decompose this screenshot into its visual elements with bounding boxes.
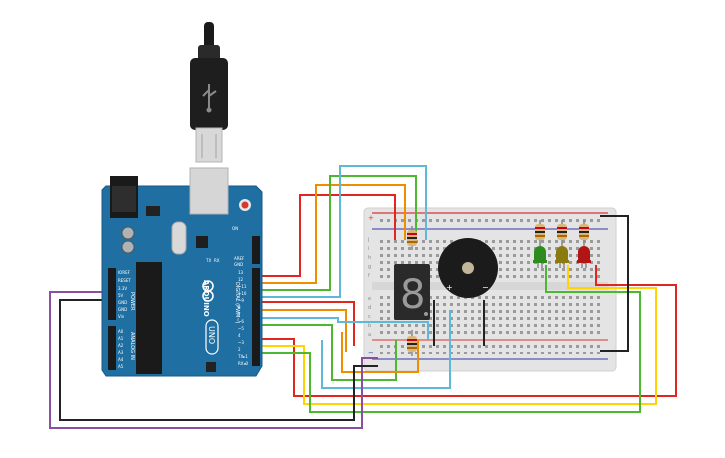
pin-label-a2: A2 (118, 343, 124, 348)
buzzer-plus-label: + (446, 283, 453, 292)
model-label: UNO (207, 326, 216, 344)
row-label-i: i (368, 246, 369, 252)
seven-segment-display[interactable]: 8 (394, 264, 430, 320)
rail-plus-label: + (368, 214, 374, 222)
digital-pin-label: ~10 (238, 291, 247, 296)
digital-pin-labels: 13 12 ~11 ~10 ~9 8 7 ~6 ~5 4 ~3 2TX▸1RX◂0 (237, 270, 249, 366)
power-pin-labels: IOREF RESET 3.3V 5V GND GND Vin (118, 270, 131, 319)
digital-pin-label: ~11 (238, 284, 247, 289)
analog-pin-labels: A0 A1 A2 A3 A4 A5 (118, 329, 124, 369)
gnd-label: GND (234, 262, 243, 267)
row-label-g: g (368, 264, 371, 270)
digital-pin-label: ~9 (238, 298, 244, 303)
row-label-f: f (368, 273, 370, 279)
resistor-led-green (535, 220, 545, 246)
row-label-h: h (368, 255, 371, 261)
pin-label-gnd2: GND (118, 307, 127, 312)
rx-led-label: RX (214, 258, 220, 263)
analog-header[interactable] (108, 326, 116, 370)
wire-green-d5 (258, 324, 397, 381)
wire-orange-d11 (258, 184, 406, 284)
pin-label-a0: A0 (118, 329, 124, 334)
on-led-label: ON (232, 226, 238, 231)
power-section-label: POWER (129, 292, 135, 311)
power-header[interactable] (108, 268, 116, 320)
resistors[interactable] (407, 220, 589, 356)
pin-label-a3: A3 (118, 350, 124, 355)
buzzer-minus-label: − (482, 283, 489, 292)
pin-label-a5: A5 (118, 364, 124, 369)
row-label-e: e (368, 296, 371, 302)
wire-red-d4 (258, 265, 677, 397)
row-label-b: b (368, 323, 371, 329)
digital-pin-label: 4 (238, 333, 241, 338)
resistor-led-red (579, 220, 589, 246)
display-digit: 8 (400, 272, 425, 318)
digital-pin-label: 13 (238, 270, 244, 275)
led-0[interactable] (533, 246, 547, 268)
digital-pin-label: 7 (238, 312, 241, 317)
leds[interactable] (533, 246, 591, 268)
led-1[interactable] (555, 246, 569, 268)
led-2[interactable] (577, 246, 591, 268)
digital-pin-label: 12 (238, 277, 244, 282)
digital-pin-label: ~5 (238, 326, 244, 331)
row-label-a: a (368, 332, 371, 338)
wire-yellow-d3 (258, 265, 657, 405)
wire-lightblue-buzzer (321, 310, 451, 389)
row-label-c: c (368, 314, 371, 320)
atmega-chip (136, 262, 162, 374)
wire-red-d8 (258, 301, 355, 346)
arduino-logo-icon (202, 280, 214, 302)
resistor-top-display (407, 226, 417, 250)
wires[interactable] (49, 165, 677, 429)
resistor-bottom-display (407, 330, 417, 356)
piezo-buzzer[interactable]: + − (438, 238, 498, 298)
arduino-uno[interactable]: IOREF RESET 3.3V 5V GND GND Vin A0 A1 A2… (101, 167, 263, 377)
pin-label-5v: 5V (118, 293, 124, 298)
digital-pin-label: ~6 (238, 319, 244, 324)
digital-pin-label: 2 (238, 347, 241, 352)
wire-green-d10 (258, 175, 417, 291)
row-label-j: j (367, 237, 369, 243)
digital-pin-label: TX▸1 (237, 354, 248, 359)
usb-port (189, 167, 229, 215)
tx-led-label: TX (205, 258, 211, 263)
wire-orange-seg (341, 332, 419, 373)
wire-orange-d7 (258, 309, 347, 352)
resistor-led-yellow (557, 220, 567, 246)
pin-label-ioref: IOREF (118, 270, 131, 275)
wire-black-rail (600, 215, 629, 352)
wire-black-gnd (59, 299, 378, 421)
digital-pin-label: RX◂0 (238, 361, 249, 366)
digital-section-label: DIGITAL (PWM~) (234, 282, 240, 324)
row-label-d: d (368, 305, 371, 311)
pin-label-reset: RESET (118, 278, 131, 283)
analog-section-label: ANALOG IN (129, 332, 135, 360)
brand-label: ARDUINO (202, 280, 210, 317)
wire-lightblue-d9 (258, 165, 427, 298)
usb-icon (202, 84, 217, 113)
rail-minus-label: − (368, 349, 374, 357)
pin-label-a4: A4 (118, 357, 124, 362)
wire-lightblue-d6 (258, 317, 429, 340)
digital-header[interactable] (252, 268, 260, 366)
wire-red-d12 (258, 194, 396, 277)
aref-label: AREF (234, 256, 245, 261)
wire-purple-gnd (49, 291, 378, 429)
pin-label-3v3: 3.3V (118, 286, 127, 291)
wire-green-d2 (258, 265, 641, 413)
digital-pin-label: ~3 (238, 340, 244, 345)
digital-pin-label: 8 (238, 305, 241, 310)
pin-label-gnd1: GND (118, 300, 127, 305)
pin-label-vin: Vin (118, 314, 125, 319)
usb-cable[interactable] (190, 22, 228, 163)
pin-label-a1: A1 (118, 336, 124, 341)
